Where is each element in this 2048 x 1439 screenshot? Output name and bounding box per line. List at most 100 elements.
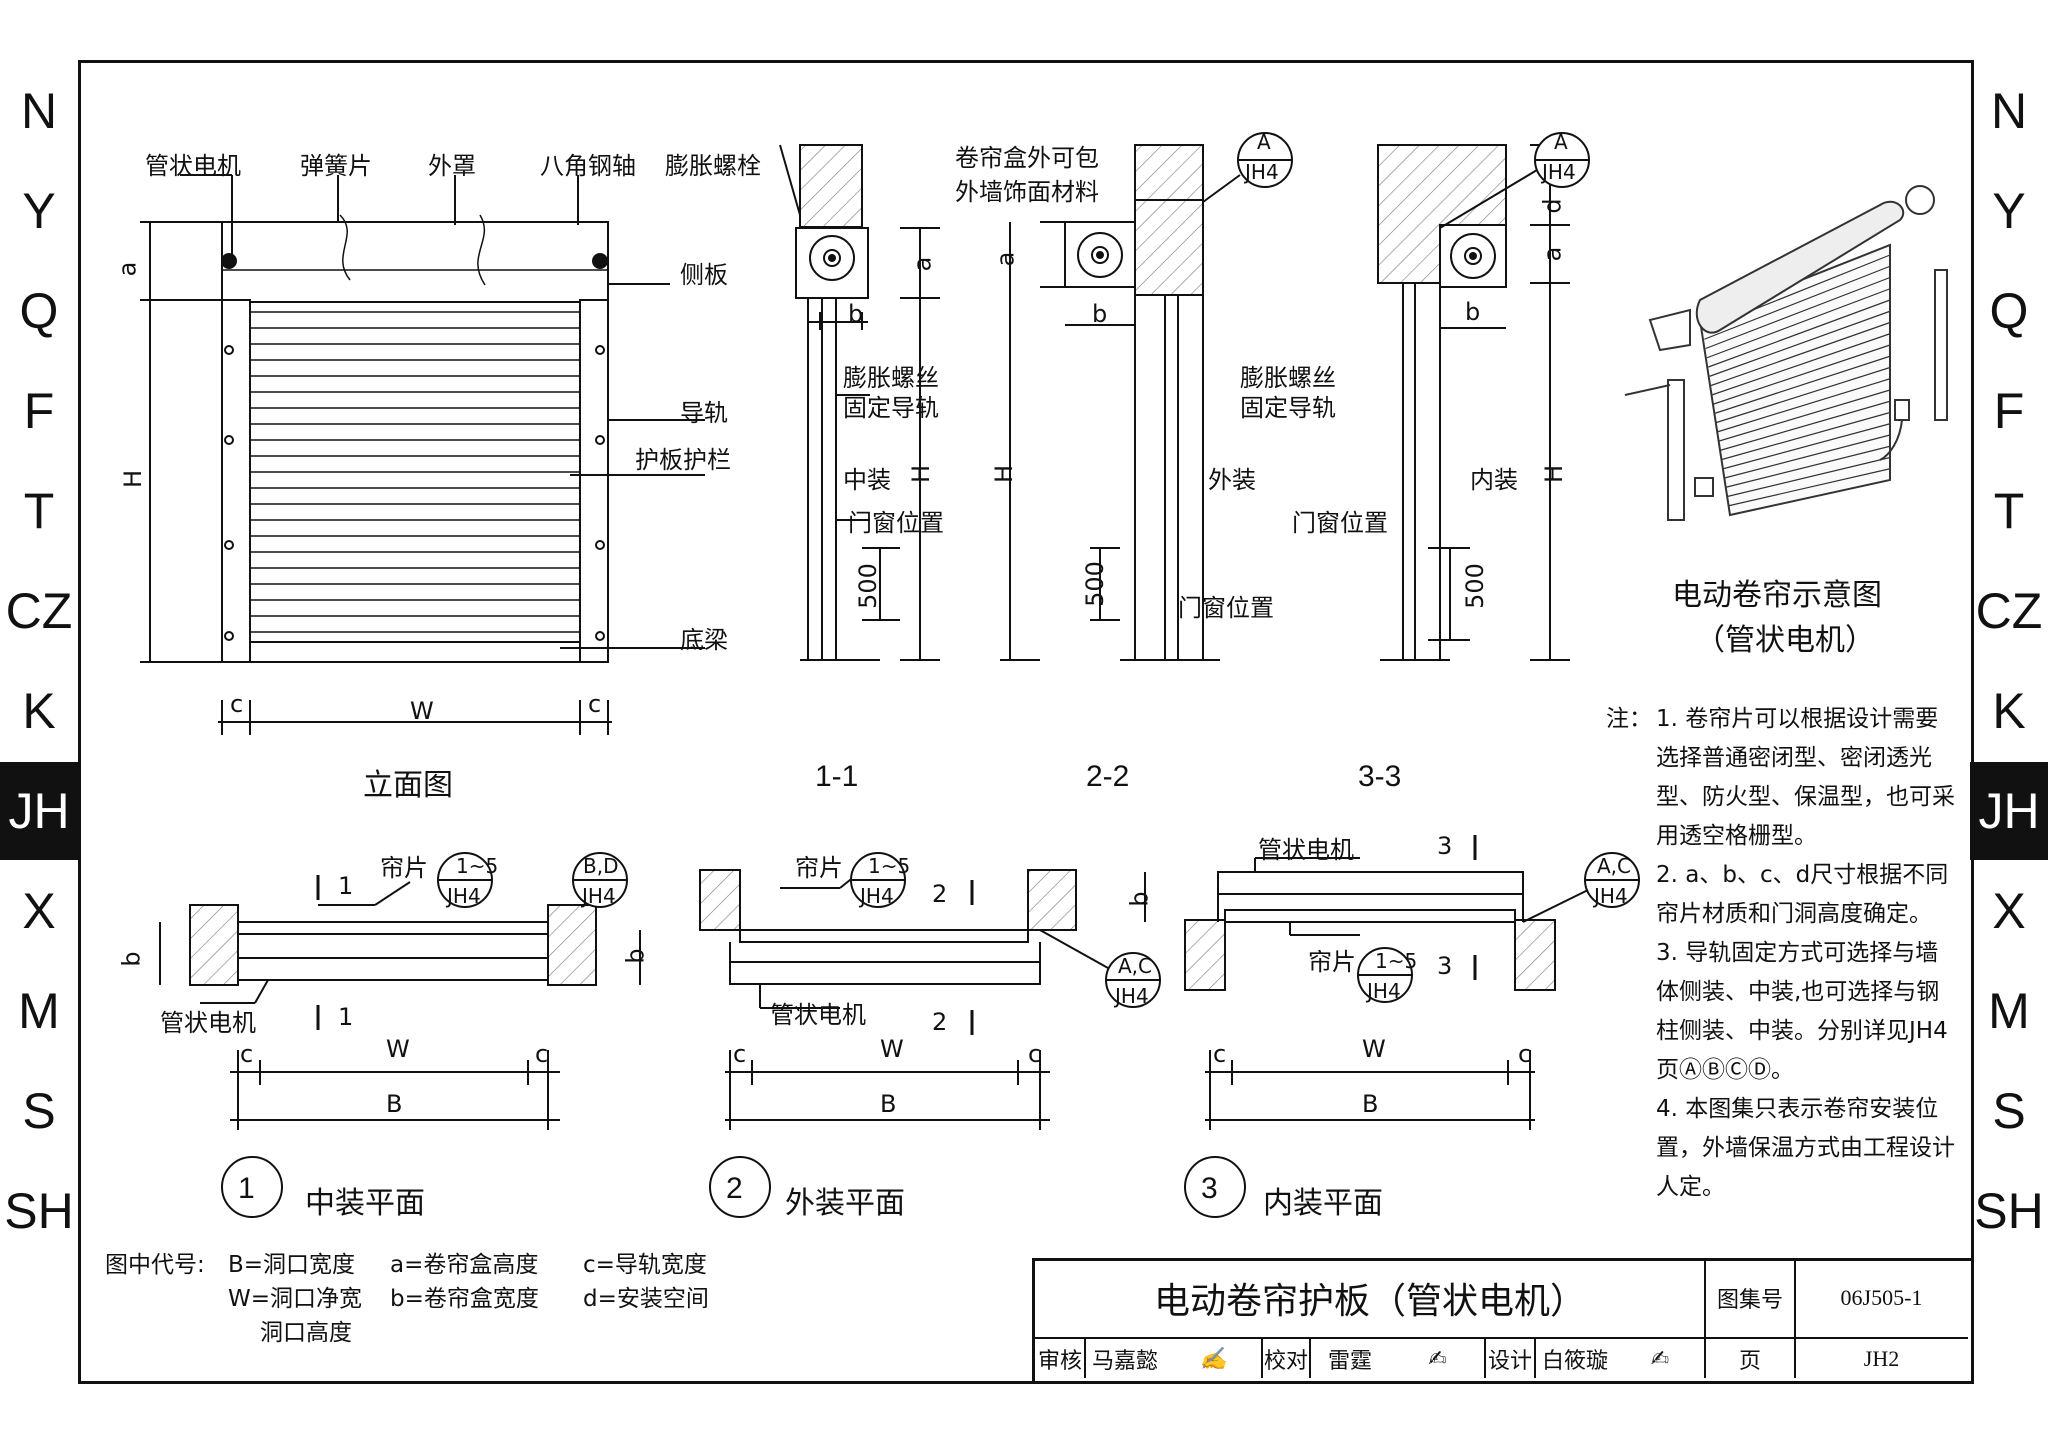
s1-500: 500 bbox=[853, 563, 882, 609]
side-tab-q-right[interactable]: Q bbox=[1989, 283, 2029, 339]
legend-item: 洞口高度 bbox=[260, 1320, 352, 1346]
p1-cut-bottom: 1 bbox=[338, 1003, 354, 1031]
side-tab-cz-right[interactable]: CZ bbox=[1975, 583, 2043, 639]
checker-signature: ✍ bbox=[1428, 1346, 1447, 1372]
p2-ac-bottom: JH4 bbox=[1115, 984, 1149, 1008]
side-tab-m-right[interactable]: M bbox=[1988, 983, 2030, 1039]
legend-item: c=导轨宽度 bbox=[583, 1252, 707, 1278]
s3-b: b bbox=[1465, 298, 1481, 326]
perspective-slat-line bbox=[1721, 411, 1891, 461]
drawing-frame bbox=[78, 60, 1974, 1384]
callout-a-bottom-s3: JH4 bbox=[1542, 160, 1576, 184]
side-tab-f[interactable]: F bbox=[23, 383, 55, 439]
side-tab-k-right[interactable]: K bbox=[1992, 683, 2026, 739]
perspective-slat-line bbox=[1712, 333, 1891, 396]
dim-H: H bbox=[119, 469, 148, 489]
p2-ac-top: A,C bbox=[1118, 954, 1153, 978]
legend-item: W=洞口净宽 bbox=[228, 1286, 363, 1312]
elevation-drawing bbox=[140, 174, 705, 735]
dim-c-left: c bbox=[230, 690, 244, 718]
section-3-drawing bbox=[1377, 144, 1570, 661]
legend-item: d=安装空间 bbox=[583, 1286, 709, 1312]
s3-500: 500 bbox=[1460, 563, 1489, 609]
page-no: JH2 bbox=[1863, 1346, 1900, 1371]
s3-mode: 内装 bbox=[1470, 466, 1518, 494]
perspective-sketch bbox=[1624, 185, 1948, 521]
p3-ac-bottom: JH4 bbox=[1594, 884, 1628, 908]
perspective-slat-line bbox=[1723, 423, 1891, 470]
legend-col2: a=卷帘盒高度 b=卷帘盒宽度 bbox=[390, 1248, 539, 1316]
legend-item: b=卷帘盒宽度 bbox=[390, 1286, 539, 1312]
notes-head: 注： bbox=[1606, 706, 1652, 732]
p2-motor: 管状电机 bbox=[770, 1001, 866, 1029]
label-slat: 护板护栏 bbox=[635, 446, 731, 474]
checker: 雷霆 bbox=[1327, 1349, 1372, 1374]
notes-block: 注： 1. 卷帘片可以根据设计需要选择普通密闭型、密闭透光型、防火型、保温型，也… bbox=[1606, 700, 1958, 1207]
side-tab-y[interactable]: Y bbox=[22, 183, 56, 239]
p3-c-right: c bbox=[1518, 1040, 1532, 1068]
side-tab-s[interactable]: S bbox=[22, 1083, 56, 1139]
side-tab-q[interactable]: Q bbox=[19, 283, 59, 339]
side-tab-k[interactable]: K bbox=[22, 683, 56, 739]
side-tab-jh[interactable]: JH bbox=[0, 762, 78, 860]
s3-a: a bbox=[1538, 246, 1567, 262]
section-2-title: 2-2 bbox=[1086, 760, 1130, 793]
side-tab-s-right[interactable]: S bbox=[1992, 1083, 2026, 1139]
p2-cut-bottom: 2 bbox=[932, 1008, 948, 1036]
label-bottom-beam: 底梁 bbox=[680, 626, 728, 654]
label-guide-rail: 导轨 bbox=[680, 399, 728, 427]
side-tab-t-right[interactable]: T bbox=[1993, 483, 2025, 539]
p3-motor: 管状电机 bbox=[1258, 836, 1354, 864]
perspective-slat-line bbox=[1725, 445, 1891, 488]
perspective-slat-line bbox=[1713, 344, 1891, 405]
designer: 白筱璇 bbox=[1541, 1349, 1608, 1374]
side-tab-f-right[interactable]: F bbox=[1993, 383, 2025, 439]
side-tab-sh-right[interactable]: SH bbox=[1974, 1183, 2044, 1239]
side-tab-sh[interactable]: SH bbox=[4, 1183, 74, 1239]
side-tab-y-right[interactable]: Y bbox=[1992, 183, 2026, 239]
page-label: 页 bbox=[1738, 1349, 1761, 1374]
perspective-slat-line bbox=[1728, 468, 1891, 507]
p3-callout-bottom: JH4 bbox=[1367, 979, 1401, 1003]
s2-b: b bbox=[1092, 300, 1108, 328]
legend-head: 图中代号: bbox=[105, 1252, 205, 1278]
p1-W: W bbox=[386, 1035, 410, 1063]
p1-B: B bbox=[386, 1090, 403, 1118]
perspective-title: 电动卷帘示意图 bbox=[1672, 578, 1882, 613]
side-tab-x[interactable]: X bbox=[22, 883, 56, 939]
label-spring: 弹簧片 bbox=[300, 152, 372, 180]
perspective-slat-line bbox=[1706, 288, 1891, 359]
plan-1-title: 中装平面 bbox=[305, 1187, 425, 1220]
side-tab-cz[interactable]: CZ bbox=[5, 583, 73, 639]
side-tab-x-right[interactable]: X bbox=[1992, 883, 2026, 939]
p1-bd-bottom: JH4 bbox=[582, 884, 616, 908]
p1-b: b bbox=[117, 951, 146, 967]
plan-2-title: 外装平面 bbox=[785, 1187, 905, 1220]
p1-callout-top: 1~5 bbox=[456, 854, 499, 878]
s2-box-note1: 卷帘盒外可包 bbox=[955, 144, 1099, 172]
side-tab-m[interactable]: M bbox=[18, 983, 60, 1039]
side-tab-t[interactable]: T bbox=[23, 483, 55, 539]
p1-c-left: c bbox=[240, 1040, 254, 1068]
p3-curtain: 帘片 bbox=[1308, 948, 1356, 976]
designer-signature: ✍ bbox=[1650, 1346, 1670, 1372]
side-tab-jh-right[interactable]: JH bbox=[1970, 762, 2048, 860]
guide-rail-right bbox=[579, 299, 609, 663]
s1-pos: 门窗位置 bbox=[848, 509, 944, 537]
design-label: 设计 bbox=[1487, 1349, 1532, 1374]
side-tab-n[interactable]: N bbox=[20, 83, 58, 139]
p3-W: W bbox=[1362, 1035, 1386, 1063]
dim-W: W bbox=[410, 697, 434, 725]
atlas-no: 06J505-1 bbox=[1840, 1285, 1923, 1310]
legend-item: a=卷帘盒高度 bbox=[390, 1252, 539, 1278]
check-label: 校对 bbox=[1263, 1349, 1308, 1374]
perspective-slat-line bbox=[1708, 299, 1891, 368]
legend-col1: B=洞口宽度 W=洞口净宽 洞口高度 bbox=[228, 1248, 362, 1350]
callout-a-top-s3: A bbox=[1554, 130, 1568, 154]
perspective-subtitle: （管状电机） bbox=[1695, 623, 1875, 658]
dim-c-right: c bbox=[588, 690, 602, 718]
perspective-slat-line bbox=[1710, 321, 1891, 387]
side-tab-n-right[interactable]: N bbox=[1990, 83, 2028, 139]
p2-curtain: 帘片 bbox=[795, 854, 843, 882]
